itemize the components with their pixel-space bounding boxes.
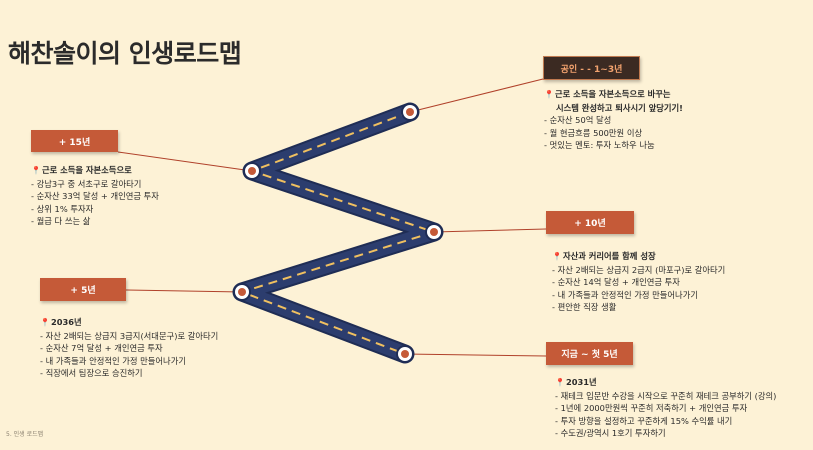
label-now: 지금 ~ 첫 5년	[546, 342, 633, 365]
pin-icon: 📍	[40, 318, 50, 327]
label-plus15: + 15년	[31, 130, 118, 152]
list-item: 편안한 직장 생활	[552, 301, 725, 314]
connector-plus15	[117, 151, 253, 172]
list-item: 월 현금흐름 500만원 이상	[544, 127, 683, 140]
list-item: 1년에 2000만원씩 꾸준히 저축하기 + 개인연금 투자	[555, 402, 776, 415]
page-title: 해찬솔이의 인생로드맵	[8, 39, 242, 68]
road-body	[232, 102, 444, 364]
note-plus10: 📍자산과 커리어를 함께 성장 자산 2배되는 상급지 2급지 (마포구)로 갈…	[552, 250, 725, 314]
list-item: 순자산 7억 달성 + 개인연금 투자	[40, 342, 218, 355]
pin-icon: 📍	[544, 90, 554, 99]
label-fire: 공인 - - 1~3년	[543, 56, 640, 80]
list-item: 멋있는 멘토: 투자 노하우 나눔	[544, 139, 683, 152]
note-fire-head: 📍근로 소득을 자본소득으로 바꾸는	[544, 89, 671, 99]
list-item: 재테크 입문반 수강을 시작으로 꾸준히 재테크 공부하기 (강의)	[555, 390, 777, 403]
list-item: 순자산 14억 달성 + 개인연금 투자	[552, 276, 725, 289]
node-plus15	[243, 162, 261, 180]
connector-now	[404, 353, 547, 357]
note-plus5-head: 📍2036년	[40, 317, 82, 327]
list-item: 투자 방향을 설정하고 꾸준하게 15% 수익률 내기	[555, 415, 776, 428]
note-plus5: 📍2036년 자산 2배되는 상급지 3급지(서대문구)로 갈아타기 순자산 7…	[40, 316, 218, 380]
list-item: 내 가족들과 안정적인 가정 만들어나가기	[40, 355, 218, 368]
node-fire	[401, 103, 419, 121]
connector-plus5	[125, 289, 243, 293]
note-now: 📍2031년 재테크 입문반 수강을 시작으로 꾸준히 재테크 공부하기 (강의…	[555, 376, 776, 440]
node-plus10	[425, 223, 443, 241]
list-item: 내 가족들과 안정적인 가정 만들어나가기	[552, 289, 725, 302]
pin-icon: 📍	[555, 378, 565, 387]
connector-fire	[409, 78, 544, 113]
list-item: 수도권/광역시 1호기 투자하기	[555, 427, 776, 440]
node-plus5	[233, 283, 251, 301]
list-item: 자산 2배되는 상급지 2급지 (마포구)로 갈아타기	[552, 264, 726, 277]
list-item: 순자산 33억 달성 + 개인연금 투자	[31, 190, 159, 203]
note-fire: 📍근로 소득을 자본소득으로 바꾸는 시스템 완성하고 퇴사시기 앞당기기! 순…	[544, 88, 683, 152]
pin-icon: 📍	[552, 252, 562, 261]
label-plus10: + 10년	[546, 211, 634, 234]
node-now	[396, 345, 414, 363]
list-item: 순자산 50억 달성	[544, 114, 683, 127]
note-now-head: 📍2031년	[555, 377, 597, 387]
note-plus15: 📍근로 소득을 자본소득으로 강남3구 중 서초구로 갈아타기 순자산 33억 …	[31, 164, 159, 228]
page-footer: 5. 인생 로드맵	[6, 431, 44, 438]
list-item: 자산 2배되는 상급지 3급지(서대문구)로 갈아타기	[40, 330, 219, 343]
note-fire-head-2: 시스템 완성하고 퇴사시기 앞당기기!	[556, 102, 683, 113]
label-plus5: + 5년	[40, 278, 126, 301]
connector-plus10	[433, 228, 547, 233]
list-item: 월급 다 쓰는 삶	[31, 215, 159, 228]
note-plus10-head: 📍자산과 커리어를 함께 성장	[552, 251, 656, 261]
note-plus15-head: 📍근로 소득을 자본소득으로	[31, 165, 132, 175]
list-item: 상위 1% 투자자	[31, 203, 159, 216]
list-item: 직장에서 팀장으로 승진하기	[40, 367, 218, 380]
pin-icon: 📍	[31, 166, 41, 175]
list-item: 강남3구 중 서초구로 갈아타기	[31, 178, 159, 191]
